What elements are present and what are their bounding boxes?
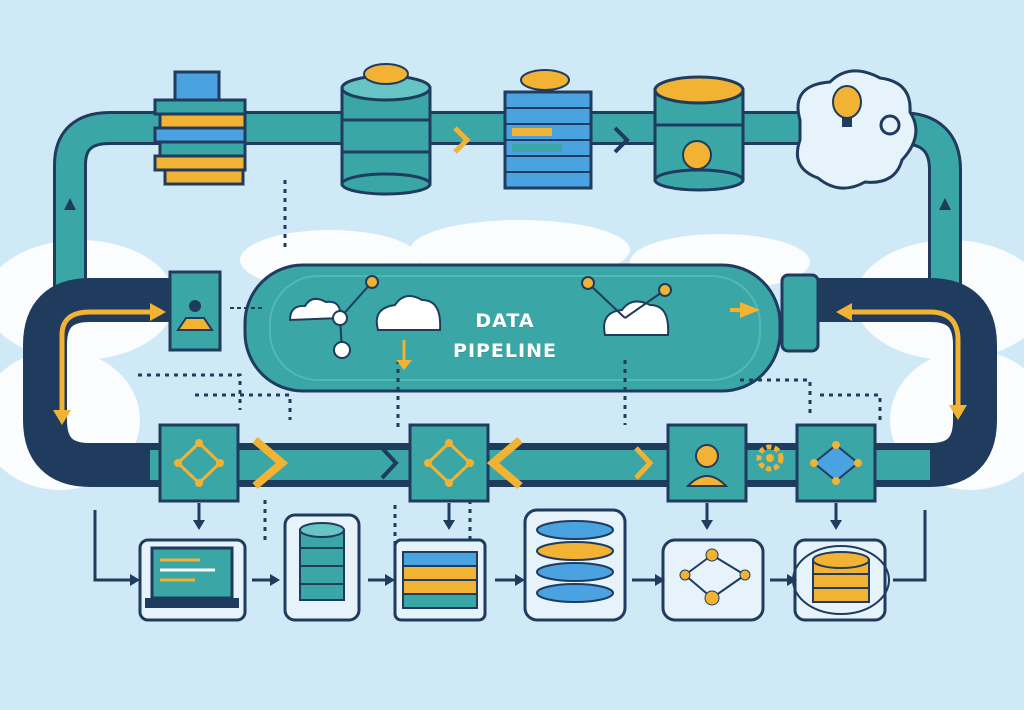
rack-server-icon <box>503 69 593 190</box>
cloud-network-icon <box>581 276 672 336</box>
money-database-icon <box>653 75 745 192</box>
network-node-icon <box>158 423 240 503</box>
gear-icon <box>756 444 784 472</box>
database-icon <box>283 513 361 622</box>
lamp-icon <box>168 270 222 352</box>
brain-idea-icon <box>795 69 918 190</box>
top-chevron-2 <box>613 126 630 154</box>
center-capsule <box>243 263 782 393</box>
network-graph-icon <box>661 538 765 622</box>
pipeline-title: DATA PIPELINE <box>415 306 595 366</box>
database-icon <box>792 538 890 622</box>
network-node-icon <box>795 423 877 503</box>
title-line-1: DATA <box>475 310 535 332</box>
cloud-download-icon <box>375 295 442 370</box>
bottom-flow-arrows <box>93 503 927 582</box>
dashed-connectors <box>138 180 882 560</box>
laptop-icon <box>138 538 247 622</box>
user-icon <box>666 423 748 503</box>
left-loop-arrow <box>59 309 150 410</box>
server-stack-icon <box>153 70 247 186</box>
disk-stack-icon <box>523 508 627 622</box>
server-icon <box>393 538 487 622</box>
right-loop-arrow <box>852 309 961 405</box>
network-node-icon <box>408 423 490 503</box>
database-icon <box>340 63 432 196</box>
cloud-network-icon <box>288 275 379 359</box>
top-chevron-1 <box>453 126 471 154</box>
connector-icon <box>780 273 820 353</box>
title-line-2: PIPELINE <box>453 340 557 362</box>
